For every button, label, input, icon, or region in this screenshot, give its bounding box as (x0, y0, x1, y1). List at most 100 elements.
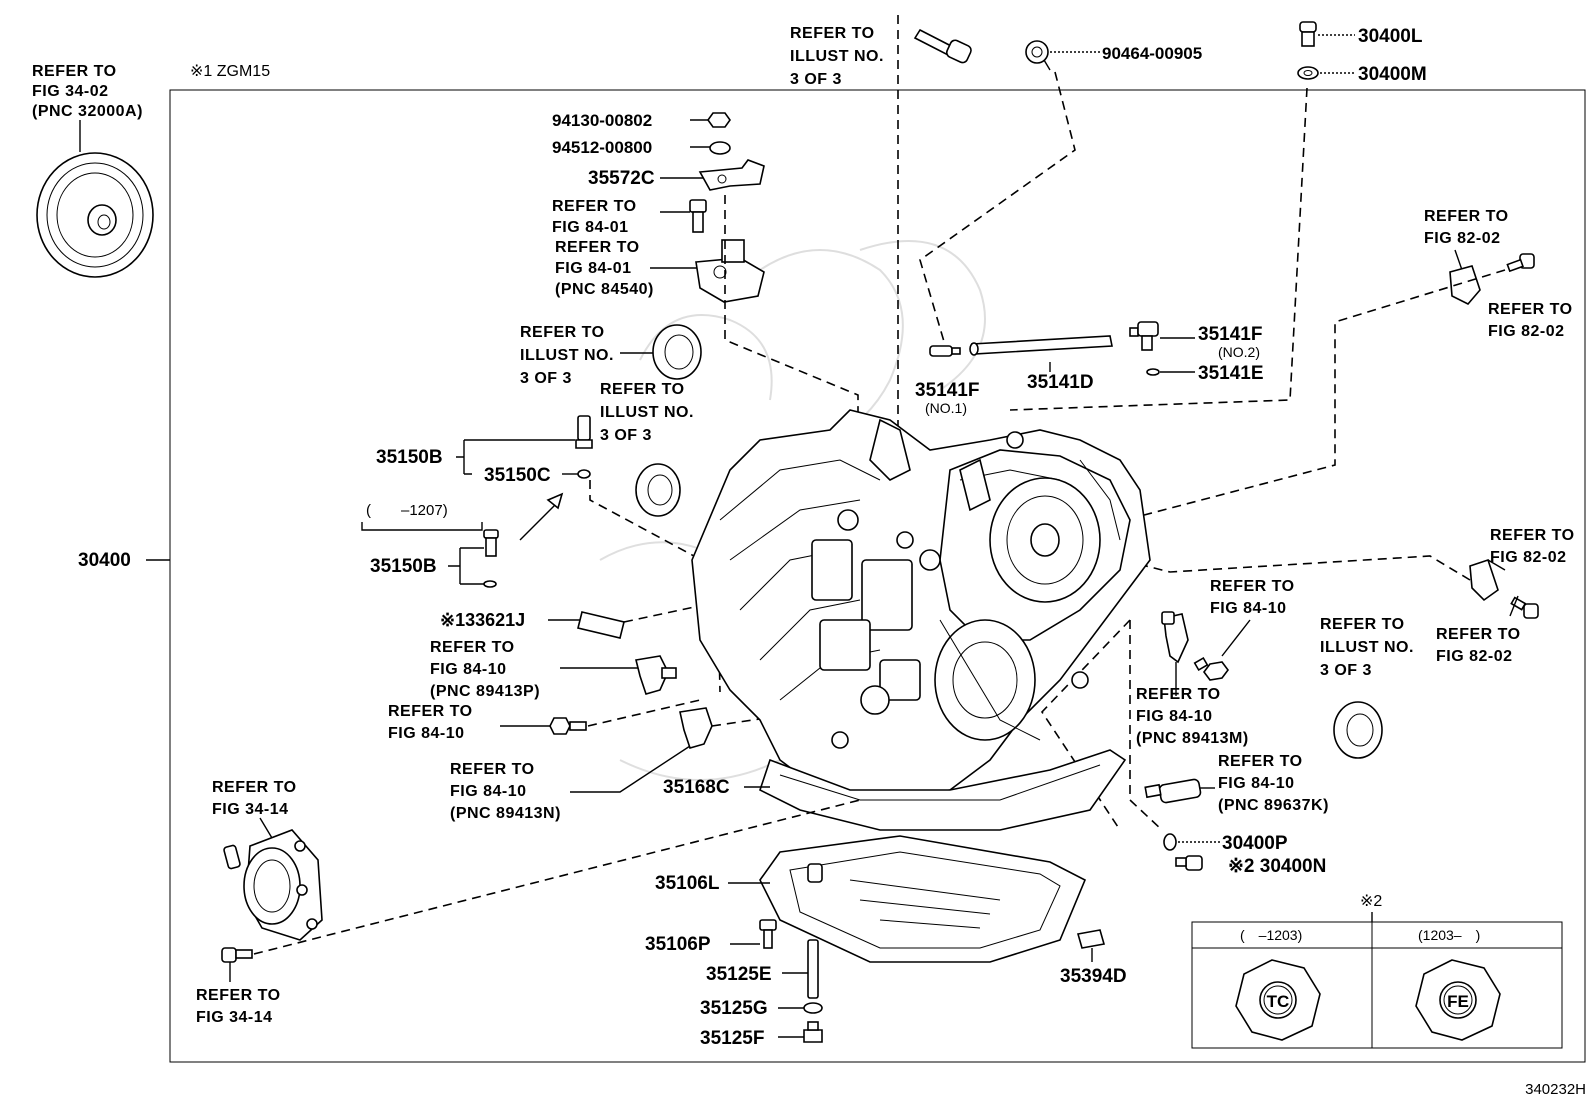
plug-30400N-icon[interactable] (1175, 855, 1203, 871)
o-ring-35141E-icon[interactable] (1146, 368, 1160, 376)
ref-illust3-b-3: 3 OF 3 (600, 427, 652, 444)
assembly-frame (169, 89, 1586, 1063)
nut-94130-icon[interactable] (707, 112, 731, 128)
ref-fig8410-m-3: (PNC 89413M) (1136, 730, 1249, 747)
oil-seal-right-icon[interactable] (1333, 701, 1383, 759)
torque-converter-refer-2: FIG 34-02 (32, 83, 109, 100)
label-35106P: 35106P (645, 934, 711, 955)
drain-plug-35125F-icon[interactable] (803, 1021, 823, 1043)
label-35150B-range: ( –1207) (366, 502, 448, 519)
pin-35141F-no1-icon[interactable] (929, 345, 961, 357)
pin-35141F-no2-icon[interactable] (1129, 321, 1159, 351)
figure-id: 340232H (1525, 1081, 1586, 1098)
sensor-bolt-right-icon[interactable] (1193, 656, 1229, 681)
o-ring-35150C-icon[interactable] (577, 469, 591, 479)
ref-fig3414-b-2: FIG 34-14 (196, 1009, 273, 1026)
label-30400N: ※2 30400N (1228, 856, 1326, 877)
ref-fig8401-a-2: FIG 84-01 (552, 219, 629, 236)
ref-illust3-a-1: REFER TO (520, 324, 605, 341)
assembly-pnc-label: 30400 (78, 550, 131, 571)
bracket-bolt-icon[interactable] (1506, 253, 1535, 273)
ref-fig8401-b-2: FIG 84-01 (555, 260, 632, 277)
speed-sensor-89413N-icon[interactable] (679, 707, 713, 749)
ref-fig8410-m-1: REFER TO (1136, 686, 1221, 703)
control-cable-bracket-icon[interactable] (1449, 265, 1481, 305)
bracket-35572C-icon[interactable] (698, 159, 765, 191)
gasket-35125G-icon[interactable] (803, 1002, 823, 1014)
oil-cooler-icon[interactable] (223, 829, 323, 941)
oil-seal-upper-icon[interactable] (652, 324, 702, 380)
dipstick-plug-upper-icon[interactable] (575, 415, 593, 449)
clamp-90464-icon[interactable] (1025, 40, 1051, 71)
ref-fig8410-p-2: FIG 84-10 (430, 661, 507, 678)
plug-tc-badge[interactable]: TC (1235, 959, 1321, 1041)
ref-fig8202-a-2: FIG 82-02 (1424, 230, 1501, 247)
washer-30400M-icon[interactable] (1297, 66, 1319, 80)
cable-clamp-bolt-icon[interactable] (1510, 596, 1539, 619)
sensor-bolt-left-icon[interactable] (549, 717, 587, 735)
name-plate-33621J-icon[interactable] (577, 611, 625, 639)
top-bolt-icon[interactable] (913, 28, 973, 64)
speed-sensor-89413M-icon[interactable] (1161, 611, 1189, 664)
oil-seal-lower-icon[interactable] (635, 463, 681, 517)
ref-illust3-c-2: ILLUST NO. (1320, 639, 1414, 656)
torque-converter-refer-1: REFER TO (32, 63, 117, 80)
ref-fig8410-k-1: REFER TO (1218, 753, 1303, 770)
washer-94512-icon[interactable] (709, 141, 731, 155)
cooler-bolt-icon[interactable] (221, 947, 253, 963)
torque-converter[interactable] (36, 120, 154, 278)
ref-illust3-c-3: 3 OF 3 (1320, 662, 1372, 679)
ref-fig8202-c-1: REFER TO (1490, 527, 1575, 544)
ref-fig8410-plain-2: FIG 84-10 (388, 725, 465, 742)
ref-fig3414-a-1: REFER TO (212, 779, 297, 796)
label-35572C: 35572C (588, 168, 655, 189)
o-ring-30400P-icon[interactable] (1163, 833, 1177, 851)
top-refer-1: REFER TO (790, 25, 875, 42)
ref-fig3414-b-1: REFER TO (196, 987, 281, 1004)
label-30400P: 30400P (1222, 833, 1288, 854)
ref-illust3-c-1: REFER TO (1320, 616, 1405, 633)
label-35125E: 35125E (706, 964, 772, 985)
label-35141E: 35141E (1198, 363, 1264, 384)
ref-fig8410-right-2: FIG 84-10 (1210, 600, 1287, 617)
label-35150B-upper: 35150B (376, 447, 443, 468)
oil-pan-gasket-35168C[interactable] (759, 749, 1127, 831)
top-refer-2: ILLUST NO. (790, 48, 884, 65)
speed-sensor-89413P-icon[interactable] (635, 655, 677, 695)
plug-fe-badge[interactable]: FE (1415, 959, 1501, 1041)
label-35168C: 35168C (663, 777, 730, 798)
ref-illust3-b-2: ILLUST NO. (600, 404, 694, 421)
label-35150C: 35150C (484, 465, 551, 486)
label-35141D: 35141D (1027, 372, 1094, 393)
torque-converter-refer-3: (PNC 32000A) (32, 103, 143, 120)
ref-fig8202-d-1: REFER TO (1436, 626, 1521, 643)
cable-clamp-icon[interactable] (1469, 558, 1499, 602)
neutral-switch-icon[interactable] (695, 239, 765, 303)
o-ring-35150B-icon[interactable] (483, 580, 497, 588)
label-94130-00802: 94130-00802 (552, 111, 652, 130)
pan-bolt-35106P-icon[interactable] (759, 919, 777, 949)
ref-fig8202-b-1: REFER TO (1488, 301, 1573, 318)
drain-tube-35125E-icon[interactable] (807, 939, 819, 999)
sensor-bolt-icon[interactable] (689, 199, 707, 233)
label-30400L: 30400L (1358, 26, 1423, 47)
magnet-35394D-icon[interactable] (1076, 929, 1106, 949)
label-35141F-no1-sub: (NO.1) (925, 400, 967, 416)
label-94512-00800: 94512-00800 (552, 138, 652, 157)
badge-fe-text: FE (1447, 992, 1469, 1011)
oil-pan-35106L[interactable] (759, 835, 1087, 963)
ref-illust3-b-1: REFER TO (600, 381, 685, 398)
plug-30400L-icon[interactable] (1299, 21, 1317, 47)
dipstick-plug-lower-icon[interactable] (483, 529, 499, 557)
transaxle-case[interactable] (691, 409, 1151, 801)
label-33621J: ※133621J (440, 610, 525, 630)
pressure-switch-89637K-icon[interactable] (1144, 778, 1202, 804)
shift-shaft-35141D-icon[interactable] (969, 335, 1113, 356)
ref-fig8202-a-1: REFER TO (1424, 208, 1509, 225)
ref-fig8410-n-2: FIG 84-10 (450, 783, 527, 800)
label-35125G: 35125G (700, 998, 768, 1019)
ref-fig8401-b-1: REFER TO (555, 239, 640, 256)
label-35125F: 35125F (700, 1028, 764, 1049)
label-35106L: 35106L (655, 873, 720, 894)
